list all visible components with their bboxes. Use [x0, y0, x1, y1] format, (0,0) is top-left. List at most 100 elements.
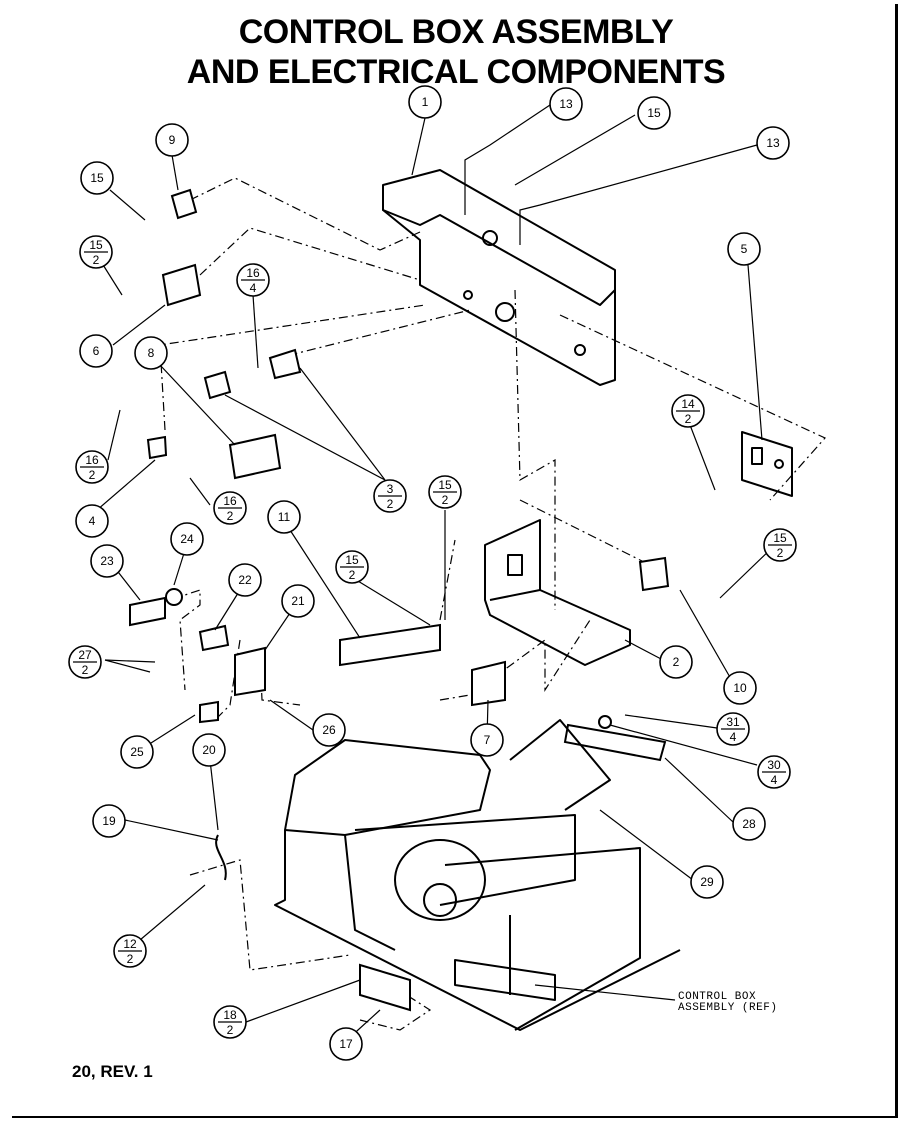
callout-29: 29: [690, 865, 724, 899]
callout-16-2-a: 162: [75, 450, 109, 484]
callout-13-a-number: 13: [559, 97, 573, 111]
control-box-reference-note: CONTROL BOX ASSEMBLY (REF): [678, 992, 777, 1014]
callout-15-2-a-den: 2: [93, 253, 100, 267]
diagram-title-line-2: AND ELECTRICAL COMPONENTS: [186, 53, 726, 91]
callout-12-2-den: 2: [127, 952, 134, 966]
revision-footer: 20, REV. 1: [72, 1062, 153, 1081]
callout-5: 5: [727, 232, 761, 266]
callout-24: 24: [170, 522, 204, 556]
air-handler-housing: [274, 719, 681, 1031]
callout-15-2-b-den: 2: [442, 493, 449, 507]
callout-23: 23: [90, 544, 124, 578]
callout-1: 1: [408, 85, 442, 119]
callout-16-2-b-num: 16: [223, 494, 237, 508]
callout-4-number: 4: [89, 514, 96, 528]
callout-15-2-c: 152: [763, 528, 797, 562]
callout-3-2-num: 3: [387, 482, 394, 496]
callout-8-number: 8: [148, 346, 155, 360]
callout-21-number: 21: [291, 594, 305, 608]
callout-27-2: 272: [68, 645, 102, 679]
callout-15-a-number: 15: [647, 106, 661, 120]
callout-16-2-a-den: 2: [89, 468, 96, 482]
callout-14-2: 142: [671, 394, 705, 428]
callout-8: 8: [134, 336, 168, 370]
callout-30-4-num: 30: [767, 758, 781, 772]
control-box-bracket: [382, 169, 616, 386]
callout-28-number: 28: [742, 817, 756, 831]
callout-12-2: 122: [113, 934, 147, 968]
callout-26-number: 26: [322, 723, 336, 737]
callout-18-2-num: 18: [223, 1008, 237, 1022]
callout-16-2-b: 162: [213, 491, 247, 525]
callout-16-4-num: 16: [246, 266, 260, 280]
callout-21: 21: [281, 584, 315, 618]
callout-16-2-a-num: 16: [85, 453, 99, 467]
callout-11-number: 11: [278, 510, 291, 524]
callout-15-b: 15: [80, 161, 114, 195]
callout-10: 10: [723, 671, 757, 705]
callout-4: 4: [75, 504, 109, 538]
callout-25-number: 25: [130, 745, 144, 759]
components: [129, 188, 670, 1012]
callout-6: 6: [79, 334, 113, 368]
callout-15-2-c-den: 2: [777, 546, 784, 560]
callout-18-2-den: 2: [227, 1023, 234, 1037]
callout-27-2-num: 27: [78, 648, 92, 662]
reference-note-line-1: CONTROL BOX: [678, 991, 757, 1003]
assembly-dash-lines: [154, 177, 826, 1031]
callout-15-2-c-num: 15: [773, 531, 787, 545]
callout-2: 2: [659, 645, 693, 679]
callout-3-2-den: 2: [387, 497, 394, 511]
callout-31-4-num: 31: [726, 715, 740, 729]
callout-7: 7: [470, 723, 504, 757]
callout-22: 22: [228, 563, 262, 597]
callout-15-2-b-num: 15: [438, 478, 452, 492]
callout-31-4: 314: [716, 712, 750, 746]
callout-13-a: 13: [549, 87, 583, 121]
callout-14-2-num: 14: [681, 397, 695, 411]
callout-16-2-b-den: 2: [227, 509, 234, 523]
callout-16-4: 164: [236, 263, 270, 297]
callout-5-number: 5: [741, 242, 748, 256]
callout-17-number: 17: [339, 1037, 353, 1051]
callout-15-2-d: 152: [335, 550, 369, 584]
callout-30-4: 304: [757, 755, 791, 789]
callout-12-2-num: 12: [123, 937, 137, 951]
callout-15-2-d-den: 2: [349, 568, 356, 582]
callout-19: 19: [92, 804, 126, 838]
callout-9-number: 9: [169, 133, 176, 147]
callout-31-4-den: 4: [730, 730, 737, 744]
callout-6-number: 6: [93, 344, 100, 358]
callout-11: 11: [267, 500, 301, 534]
callout-15-2-a-num: 15: [89, 238, 103, 252]
callout-2-number: 2: [673, 655, 680, 669]
callout-16-4-den: 4: [250, 281, 257, 295]
reference-note-line-2: ASSEMBLY (REF): [678, 1002, 778, 1014]
callout-29-number: 29: [700, 875, 714, 889]
callout-10-number: 10: [733, 681, 747, 695]
callout-20-number: 20: [202, 743, 216, 757]
callout-7-number: 7: [484, 733, 491, 747]
callout-25: 25: [120, 735, 154, 769]
callout-15-2-d-num: 15: [345, 553, 359, 567]
leader-lines: [96, 104, 776, 1041]
callout-13-b-number: 13: [766, 136, 780, 150]
callout-17: 17: [329, 1027, 363, 1061]
callout-14-2-den: 2: [685, 412, 692, 426]
callout-3-2: 32: [373, 479, 407, 513]
lower-bracket: [484, 519, 631, 666]
callout-15-2-a: 152: [79, 235, 113, 269]
callout-18-2: 182: [213, 1005, 247, 1039]
callout-1-number: 1: [422, 95, 429, 109]
callout-27-2-den: 2: [82, 663, 89, 677]
callout-23-number: 23: [100, 554, 114, 568]
callout-20: 20: [192, 733, 226, 767]
diagram-title-line-1: CONTROL BOX ASSEMBLY: [238, 13, 674, 51]
callout-9: 9: [155, 123, 189, 157]
callout-15-a: 15: [637, 96, 671, 130]
circuit-board: [741, 431, 793, 497]
callout-22-number: 22: [238, 573, 252, 587]
callout-26: 26: [312, 713, 346, 747]
